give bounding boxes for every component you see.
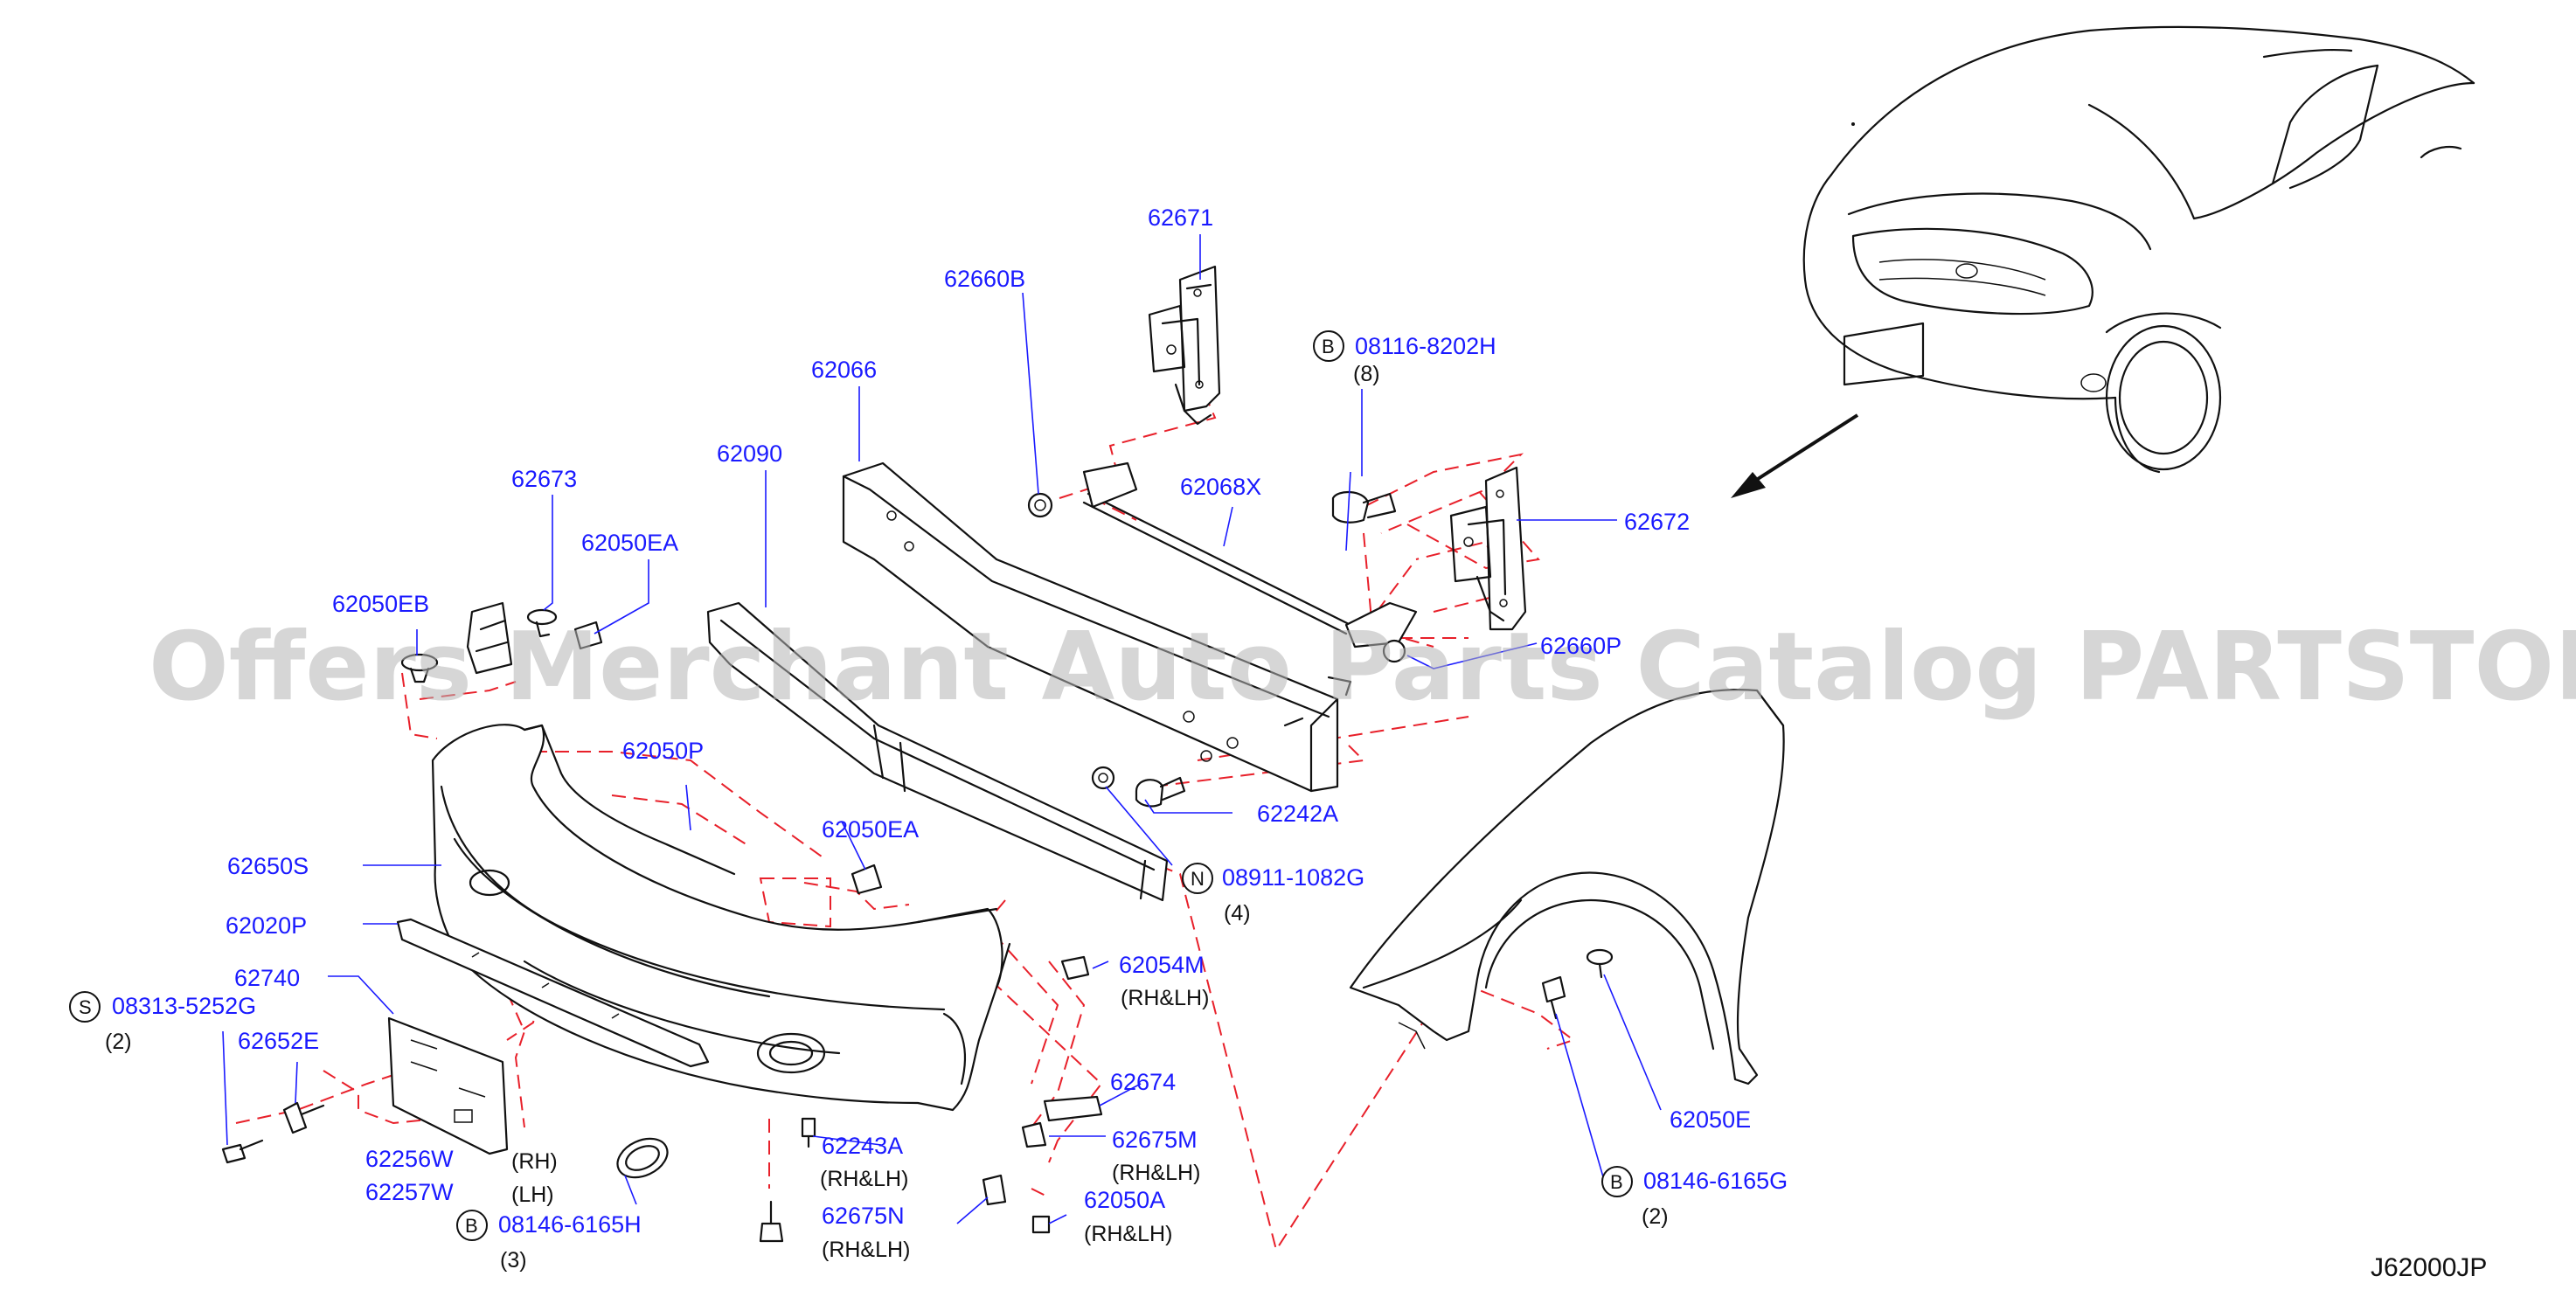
part-label-62672[interactable]: 62672 xyxy=(1624,509,1690,535)
nut-62660B xyxy=(1027,492,1053,518)
callout-markers: B N S B B xyxy=(69,330,1633,1241)
bracket-62054M xyxy=(1060,955,1090,981)
part-label-08911-1082G[interactable]: 08911-1082G xyxy=(1222,864,1364,891)
part-label-62660P[interactable]: 62660P xyxy=(1540,633,1621,659)
leader-lines xyxy=(222,234,1662,1224)
grille-strip-62020P xyxy=(396,918,710,1068)
bolt-08146-6165H xyxy=(759,1200,784,1243)
part-label-62740[interactable]: 62740 xyxy=(234,965,300,991)
vehicle-locator-illustration xyxy=(1731,25,2475,498)
bumper-stay-side-62672 xyxy=(1449,466,1527,631)
energy-absorber-62090 xyxy=(706,601,1169,902)
svg-text:B: B xyxy=(1610,1171,1623,1193)
clip-62652E xyxy=(282,1101,325,1134)
side-note-62243A: (RH&LH) xyxy=(820,1167,908,1191)
nut-08911-1082G xyxy=(1091,766,1115,790)
part-label-62243A[interactable]: 62243A xyxy=(822,1133,903,1159)
part-label-62675N[interactable]: 62675N xyxy=(822,1203,905,1229)
part-label-08146-6165G[interactable]: 08146-6165G xyxy=(1643,1168,1788,1194)
part-label-62675M[interactable]: 62675M xyxy=(1112,1127,1198,1153)
marker-s-08313: S xyxy=(69,991,101,1023)
part-label-62050A[interactable]: 62050A xyxy=(1084,1187,1165,1213)
clip-62050EB xyxy=(400,653,439,683)
member-rod-62068X xyxy=(1082,461,1418,697)
part-label-62660B[interactable]: 62660B xyxy=(944,266,1025,292)
part-label-62090[interactable]: 62090 xyxy=(717,440,782,467)
marker-n-08911: N xyxy=(1182,863,1213,894)
nut-62660P xyxy=(1382,639,1406,663)
qty-08116: (8) xyxy=(1353,362,1380,386)
qty-08911: (4) xyxy=(1224,901,1251,926)
part-label-62650S[interactable]: 62650S xyxy=(227,853,309,879)
clip-62050EA-mid xyxy=(851,864,883,895)
part-label-62256W[interactable]: 62256W xyxy=(365,1146,454,1172)
svg-text:B: B xyxy=(1322,336,1335,357)
svg-text:B: B xyxy=(465,1215,478,1237)
marker-b-08116: B xyxy=(1313,330,1344,362)
marker-b-08146-right: B xyxy=(1601,1166,1633,1197)
side-note-lh: (LH) xyxy=(511,1183,554,1207)
svg-text:N: N xyxy=(1191,868,1205,890)
qty-08146-right: (2) xyxy=(1642,1204,1669,1229)
part-label-62066[interactable]: 62066 xyxy=(811,357,877,383)
part-label-08116-8202H[interactable]: 08116-8202H xyxy=(1355,333,1496,359)
clip-62673-head xyxy=(526,608,558,638)
part-label-62673[interactable]: 62673 xyxy=(511,466,577,492)
part-label-62652E[interactable]: 62652E xyxy=(238,1028,319,1054)
part-label-62050P[interactable]: 62050P xyxy=(622,738,704,764)
fog-lamp-finisher-62256W xyxy=(616,1137,669,1179)
part-label-62257W[interactable]: 62257W xyxy=(365,1179,454,1205)
clip-62675M xyxy=(1021,1121,1047,1148)
side-note-rh: (RH) xyxy=(511,1149,558,1174)
part-label-62050EB[interactable]: 62050EB xyxy=(332,591,429,617)
part-label-62050E[interactable]: 62050E xyxy=(1670,1106,1751,1133)
part-label-62050EA-mid[interactable]: 62050EA xyxy=(822,816,919,843)
bumper-stay-upper-62671 xyxy=(1148,265,1221,426)
part-label-62671[interactable]: 62671 xyxy=(1148,205,1213,231)
part-label-62020P[interactable]: 62020P xyxy=(226,912,307,939)
bolt-62242A xyxy=(1135,776,1186,808)
part-label-62674[interactable]: 62674 xyxy=(1110,1069,1176,1095)
marker-b-08146-left: B xyxy=(456,1210,488,1241)
clip-62050E xyxy=(1586,948,1614,979)
side-note-62675N: (RH&LH) xyxy=(822,1238,910,1262)
clip-62675N xyxy=(982,1174,1007,1206)
quantity-notes: (8) (4) (2) (3) (2) (RH&LH) (RH&LH) (RH&… xyxy=(105,362,1669,1273)
part-label-62054M[interactable]: 62054M xyxy=(1119,952,1205,978)
side-note-62054M: (RH&LH) xyxy=(1121,986,1209,1010)
side-note-62675M: (RH&LH) xyxy=(1112,1161,1200,1185)
part-number-labels: 62671 62660B 62066 62090 62673 62050EA 6… xyxy=(112,205,1788,1238)
bolt-08116-8202H xyxy=(1331,491,1397,524)
part-label-62050EA-top[interactable]: 62050EA xyxy=(581,530,678,556)
side-bracket-62673 xyxy=(466,601,513,675)
bolt-08146-6165G xyxy=(1541,975,1566,1020)
part-label-08146-6165H[interactable]: 08146-6165H xyxy=(498,1211,642,1238)
part-label-08313-5252G[interactable]: 08313-5252G xyxy=(112,993,256,1019)
diagram-code: J62000JP xyxy=(2371,1253,2487,1282)
side-note-62050A: (RH&LH) xyxy=(1084,1222,1172,1246)
license-plate-bracket-62740 xyxy=(387,1016,509,1155)
svg-text:S: S xyxy=(79,996,92,1018)
qty-08313: (2) xyxy=(105,1030,132,1054)
part-label-62242A[interactable]: 62242A xyxy=(1257,801,1338,827)
screw-08313-5252G xyxy=(221,1139,264,1164)
part-label-62068X[interactable]: 62068X xyxy=(1180,474,1261,500)
screw-62050A xyxy=(1031,1215,1051,1234)
screw-62243A xyxy=(801,1117,816,1148)
front-fender-panel xyxy=(1349,689,1785,1085)
bumper-reinforcement-62066 xyxy=(842,461,1339,793)
clip-62050EA-top xyxy=(573,621,603,650)
watermark-text: Offers Merchant Auto Parts Catalog PARTS… xyxy=(149,613,2576,722)
retainer-62674 xyxy=(1043,1095,1103,1122)
qty-08146-left: (3) xyxy=(500,1248,527,1273)
